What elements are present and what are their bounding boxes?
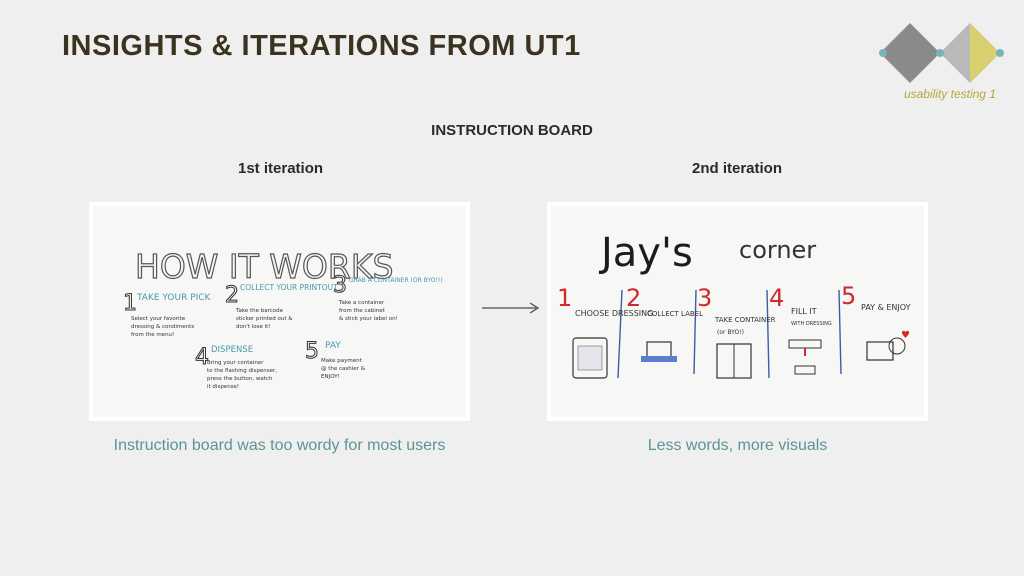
- board1-step-title: DISPENSE: [211, 345, 253, 355]
- board2-step-sub: WITH DRESSING: [791, 321, 832, 327]
- board2-step-sub: (or BYO!): [717, 329, 744, 336]
- board2-step-title: PAY & ENJOY: [861, 303, 911, 312]
- board2-menu-sketch: [577, 345, 603, 371]
- board1-step-title: GRAB A CONTAINER (OR BYO!!): [349, 277, 443, 284]
- board1-step-text: Select your favorite: [131, 316, 186, 322]
- diamond-logo: [879, 23, 1004, 83]
- board1-step-title: PAY: [325, 341, 341, 351]
- board1-step-text: press the button, watch: [207, 376, 273, 382]
- logo-dot: [996, 49, 1004, 57]
- board2-divider: [838, 289, 842, 375]
- section-heading: INSTRUCTION BOARD: [431, 122, 593, 139]
- heart-icon: ♥: [901, 330, 910, 341]
- board2-step-title: FILL IT: [791, 307, 817, 316]
- slide-title: INSIGHTS & ITERATIONS FROM UT1: [62, 30, 581, 62]
- board1-step-text: Take a container: [338, 300, 385, 306]
- board2-menu-sketch: [572, 337, 608, 379]
- board1-step-text: Bring your container: [207, 360, 264, 366]
- board2-divider: [617, 289, 623, 379]
- board2-step-title: COLLECT LABEL: [647, 310, 703, 318]
- board2-dispenser-sketch: [794, 365, 816, 375]
- second-iteration-label: 2nd iteration: [692, 160, 783, 177]
- board2-step-number: 5: [841, 282, 856, 310]
- board2-brand: Jay's: [598, 230, 693, 276]
- board2-step-number: 2: [626, 284, 641, 312]
- first-iteration-board-photo: HOW IT WORKS 1 TAKE YOUR PICK Select you…: [93, 206, 466, 417]
- board2-divider: [766, 289, 770, 379]
- board1-step-text: it dispense!: [207, 384, 239, 390]
- board1-step-title: TAKE YOUR PICK: [136, 293, 212, 303]
- board2-step-title: CHOOSE DRESSING: [575, 309, 653, 318]
- board2-step-title: TAKE CONTAINER: [714, 316, 776, 324]
- logo-diamond-accent: [970, 23, 1000, 83]
- board2-step-number: 1: [557, 284, 572, 312]
- board1-step-number: 2: [225, 283, 239, 308]
- board1-step-text: don't lose it!: [236, 324, 271, 330]
- board1-step-text: from the cabinet: [339, 308, 386, 314]
- board1-step-text: ENJOY!: [321, 374, 340, 380]
- board1-step-number: 4: [195, 345, 209, 370]
- board2-dispenser-sketch: [788, 339, 822, 349]
- board1-step-text: Make payment: [321, 358, 363, 364]
- board2-brand-suffix: corner: [739, 236, 816, 264]
- second-iteration-caption: Less words, more visuals: [647, 437, 828, 454]
- board1-step-text: from the menu!: [131, 332, 174, 338]
- board1-step-number: 5: [305, 339, 319, 364]
- first-board-drawing: HOW IT WORKS 1 TAKE YOUR PICK Select you…: [123, 246, 443, 390]
- board1-step-text: @ the cashier &: [321, 366, 366, 372]
- logo-diamond-dark: [880, 23, 940, 83]
- board1-step-number: 1: [123, 291, 137, 316]
- board2-step-number: 3: [697, 284, 712, 312]
- logo-caption: usability testing 1: [903, 87, 996, 101]
- first-iteration-caption: Instruction board was too wordy for most…: [113, 437, 446, 454]
- board1-heading: HOW IT WORKS: [135, 247, 393, 286]
- board1-step-text: sticker printed out &: [236, 316, 293, 322]
- board1-step-text: dressing & condiments: [131, 324, 194, 330]
- board2-step-number: 4: [769, 284, 784, 312]
- second-iteration-board-photo: Jay's corner 1 CHOOSE DRESSING 2 COLLECT…: [551, 206, 924, 417]
- board2-divider: [693, 289, 697, 375]
- board2-cashier-sketch: [888, 337, 906, 355]
- board1-step-number: 3: [333, 273, 347, 298]
- logo-dot: [936, 49, 944, 57]
- board1-step-title: COLLECT YOUR PRINTOUT: [240, 283, 338, 292]
- board2-register-sketch: [866, 341, 894, 361]
- board1-step-text: to the flashing dispenser,: [207, 368, 277, 374]
- second-board-drawing: Jay's corner 1 CHOOSE DRESSING 2 COLLECT…: [557, 230, 911, 379]
- logo-dot: [879, 49, 887, 57]
- first-iteration-label: 1st iteration: [238, 160, 324, 177]
- arrow-right-icon: [482, 302, 540, 314]
- board1-step-text: Take the barcode: [235, 308, 284, 314]
- board1-step-text: & stick your label on!: [339, 316, 398, 322]
- board2-printer-sketch: [641, 356, 677, 362]
